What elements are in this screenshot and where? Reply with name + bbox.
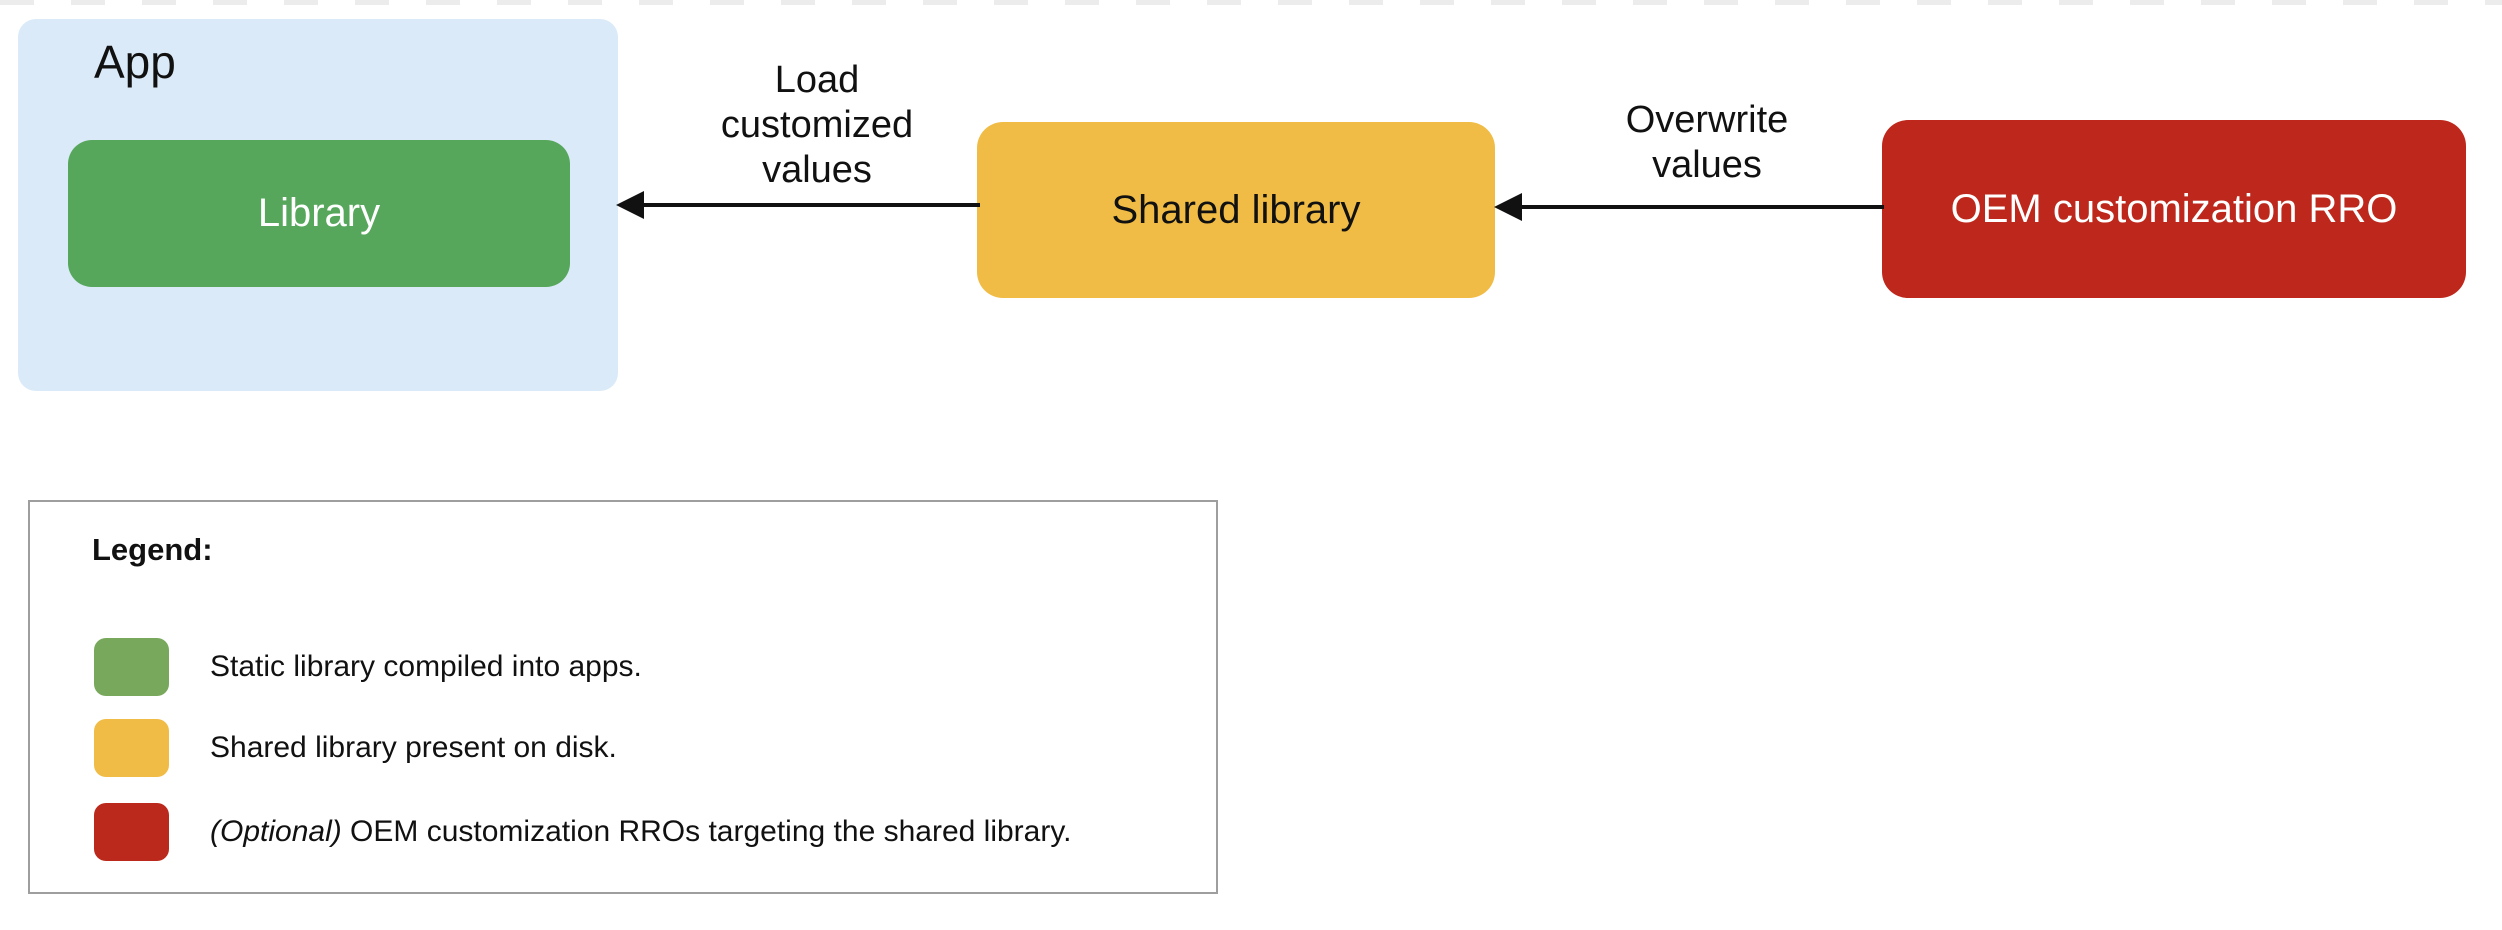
- arrow-rro-to-shared-label: Overwrite values: [1577, 98, 1837, 188]
- legend-item-prefix: (Optional): [210, 815, 342, 848]
- arrow-label-line: values: [1652, 144, 1762, 186]
- arrow-label-line: values: [762, 149, 872, 191]
- legend-item-shared-library: Shared library present on disk.: [94, 719, 617, 777]
- arrow-left-head-icon: [1494, 193, 1522, 221]
- yellow-swatch: [94, 719, 169, 777]
- arrow-shared-to-library-label: Load customized values: [687, 58, 947, 193]
- oem-rro-node-label: OEM customization RRO: [1950, 186, 2398, 231]
- shared-library-node: Shared library: [977, 122, 1495, 298]
- legend-item-oem-rro: (Optional) OEM customization RROs target…: [94, 803, 1071, 861]
- library-node-label: Library: [257, 191, 381, 235]
- legend-title: Legend:: [92, 532, 213, 567]
- legend-item-text: Static library compiled into apps.: [210, 650, 642, 684]
- legend-item-static-library: Static library compiled into apps.: [94, 638, 642, 696]
- library-node: Library: [68, 140, 570, 287]
- arrow-label-line: Overwrite: [1625, 99, 1789, 141]
- legend-item-body: Shared library present on disk.: [210, 731, 617, 764]
- legend-item-text: Shared library present on disk.: [210, 731, 617, 765]
- legend-panel: Legend: Static library compiled into app…: [28, 500, 1218, 894]
- arrow-label-line: Load: [774, 59, 860, 101]
- shared-library-node-label: Shared library: [1111, 187, 1361, 232]
- legend-item-body: Static library compiled into apps.: [210, 650, 642, 683]
- green-swatch: [94, 638, 169, 696]
- app-container-node: App Library: [18, 19, 618, 391]
- arrow-label-line: customized: [720, 104, 914, 146]
- arrow-rro-to-shared-line: [1518, 205, 1884, 209]
- legend-item-text: (Optional) OEM customization RROs target…: [210, 815, 1071, 849]
- arrow-left-head-icon: [616, 191, 644, 219]
- app-label: App: [94, 36, 176, 88]
- top-dashed-border: [0, 0, 2502, 5]
- legend-item-body: OEM customization RROs targeting the sha…: [341, 815, 1072, 848]
- oem-rro-node: OEM customization RRO: [1882, 120, 2466, 298]
- arrow-shared-to-library-line: [640, 203, 980, 207]
- red-swatch: [94, 803, 169, 861]
